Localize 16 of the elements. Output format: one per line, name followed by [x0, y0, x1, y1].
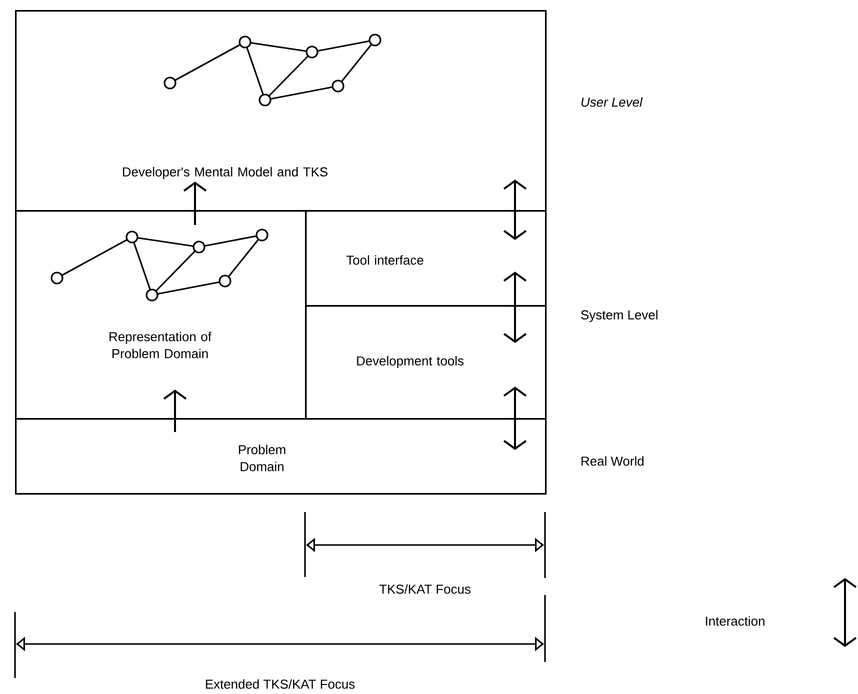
- legend-label: Interaction: [706, 616, 764, 626]
- arrow: [183, 182, 207, 225]
- region-box: Development tools: [305, 305, 547, 420]
- arrow: [503, 386, 527, 450]
- arrow: [163, 390, 187, 432]
- region-box: Developer's Mental Model and TKS: [15, 10, 547, 212]
- level-label: System Level: [581, 310, 658, 322]
- level-label: TKS/KAT Focus: [379, 584, 470, 594]
- arrow: [503, 272, 527, 343]
- level-label: User Level: [582, 97, 643, 107]
- region-box: Representation of Problem Domain: [15, 210, 307, 420]
- level-label: Extended TKS/KAT Focus: [206, 679, 355, 689]
- region-box: Problem Domain: [15, 418, 547, 495]
- arrow: [503, 180, 527, 240]
- level-label: Real World: [582, 456, 644, 466]
- region-box: Tool interface: [305, 210, 547, 307]
